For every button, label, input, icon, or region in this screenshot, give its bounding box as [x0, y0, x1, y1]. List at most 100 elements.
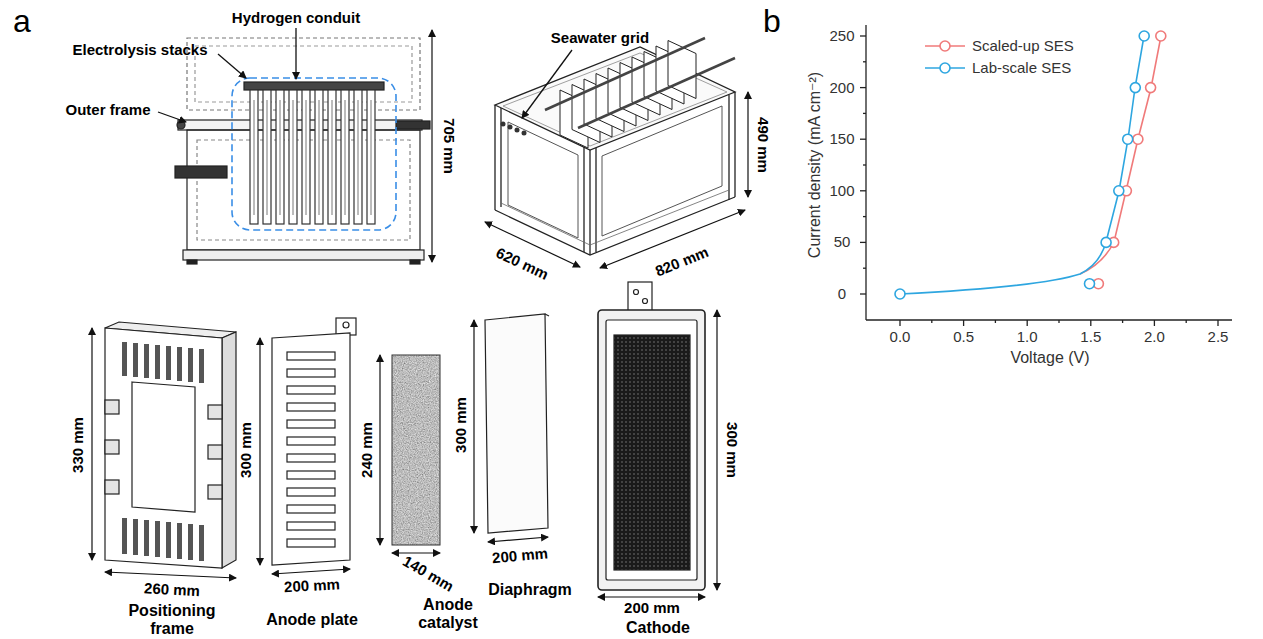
drawing-part [628, 282, 652, 312]
dimension: 140 mm [400, 553, 457, 595]
drawing-part [105, 400, 119, 414]
drawing-part [734, 92, 735, 197]
drawing-part [473, 320, 474, 533]
drawing-part [895, 31, 1149, 299]
drawing-part [287, 386, 335, 394]
drawing-part [133, 343, 138, 377]
drawing-part [287, 539, 335, 547]
drawing-part [263, 90, 271, 224]
drawing-part [495, 47, 735, 150]
tick-label: 150 [829, 131, 854, 148]
dimension: 260 mm [144, 580, 201, 599]
drawing-part [287, 420, 335, 428]
drawing-part [122, 342, 127, 376]
drawing-part [522, 50, 572, 118]
tick-label: 50 [834, 234, 851, 251]
drawing-part [1130, 83, 1140, 93]
drawing-part [392, 355, 440, 545]
dimension: 330 mm [70, 417, 87, 473]
part-name: Positioning frame [112, 602, 232, 637]
drawing-part [860, 293, 866, 294]
part-label: Electrolysis stacks [72, 42, 207, 59]
drawing-part [899, 320, 900, 326]
tick-label: 200 [829, 79, 854, 96]
drawing-part [187, 260, 197, 264]
drawing-part [177, 347, 182, 381]
drawing-part [177, 523, 182, 559]
drawing-part [860, 242, 866, 243]
drawing-part [485, 314, 548, 533]
drawing-part [158, 112, 186, 122]
positioning-frame-drawing [92, 322, 236, 578]
drawing-part [306, 100, 307, 215]
drawing-part [244, 82, 384, 90]
drawing-part [254, 100, 255, 215]
drawing-part [287, 454, 335, 462]
drawing-part [1146, 83, 1156, 93]
drawing-part [250, 90, 375, 224]
dimension: 300 mm [238, 422, 255, 478]
drawing-part [1114, 186, 1124, 196]
drawing-part [508, 125, 513, 130]
drawing-part [222, 332, 236, 568]
drawing-part [272, 569, 350, 574]
drawing-part [132, 382, 195, 512]
axes [860, 25, 1232, 326]
drawing-part [614, 335, 690, 570]
chart [860, 25, 1232, 326]
anode-catalyst-drawing [380, 355, 440, 553]
drawing-part [91, 328, 92, 560]
drawing-part [295, 28, 296, 79]
drawing-part [392, 355, 440, 545]
dimension: 705 mm [441, 118, 458, 174]
drawing-part [345, 100, 346, 215]
anode-plate-drawing [260, 318, 356, 574]
dimension: 240 mm [359, 422, 376, 478]
drawing-part [545, 38, 705, 110]
drawing-part [287, 352, 335, 360]
drawing-part [280, 100, 281, 215]
axis-title: Voltage (V) [1010, 349, 1089, 367]
drawing-part [175, 166, 227, 178]
drawing-part [287, 352, 335, 547]
drawing-part [392, 552, 440, 553]
drawing-part [863, 164, 866, 165]
dimension: 300 mm [453, 397, 470, 453]
drawing-part [122, 342, 204, 561]
drawing-part [105, 328, 222, 568]
drawing-part [728, 95, 729, 200]
tick-label: 1.5 [1080, 329, 1101, 346]
drawing-part [302, 90, 310, 224]
drawing-part [431, 30, 432, 262]
drawing-part [133, 519, 138, 555]
panel-letter: b [763, 4, 781, 39]
dimension: 200 mm [624, 600, 680, 617]
drawing-part [1123, 134, 1133, 144]
dimension: 620 mm [493, 245, 551, 284]
drawing-part [1093, 31, 1165, 289]
drawing-part [515, 128, 520, 133]
tick-label: 2.0 [1144, 329, 1165, 346]
part-name: Cathode [626, 619, 690, 637]
drawing-part [341, 90, 349, 224]
dimension: 490 mm [755, 117, 772, 173]
drawing-part [232, 78, 396, 230]
drawing-part [287, 369, 335, 377]
drawing-part [643, 299, 648, 304]
drawing-part [144, 344, 149, 378]
drawing-part [1156, 31, 1166, 41]
drawing-part [494, 105, 495, 210]
drawing-part [287, 505, 335, 513]
drawing-part [105, 572, 236, 578]
drawing-part [1186, 320, 1187, 323]
drawing-part [863, 268, 866, 269]
drawing-part [144, 520, 149, 556]
drawing-part [598, 310, 705, 590]
drawing-part [199, 525, 204, 561]
drawing-part [995, 320, 996, 323]
drawing-part [343, 322, 349, 328]
drawing-part [1139, 31, 1149, 41]
drawing-part [634, 290, 639, 295]
drawing-part [267, 100, 268, 215]
